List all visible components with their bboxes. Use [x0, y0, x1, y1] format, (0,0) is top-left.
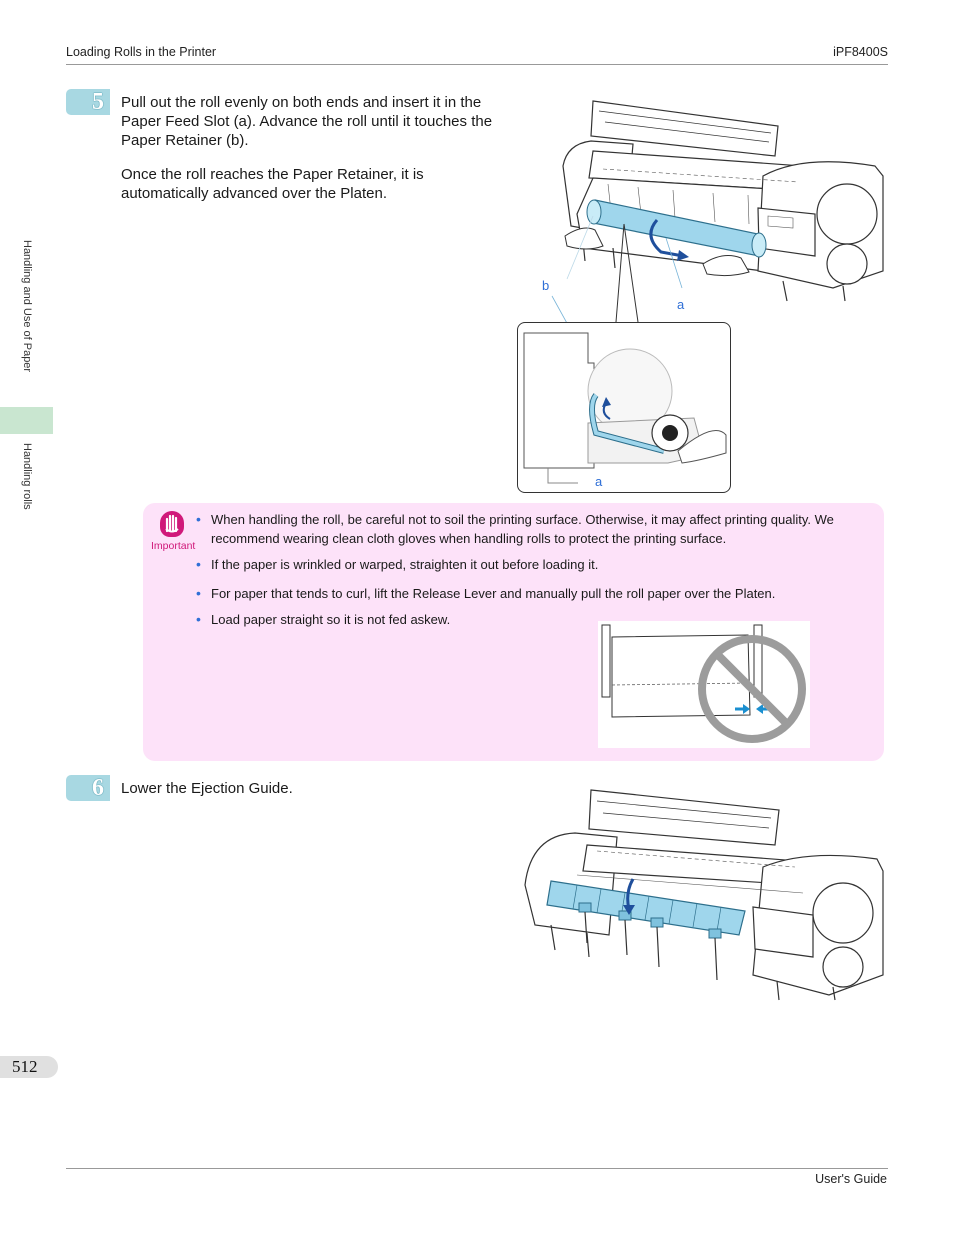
bullet-text: Load paper straight so it is not fed ask…: [211, 612, 451, 627]
hand-stop-glyph: [165, 514, 179, 533]
header-model-name: iPF8400S: [833, 45, 888, 59]
callout-label-b: b: [542, 278, 550, 293]
side-tab-chapter[interactable]: Handling and Use of Paper: [21, 240, 33, 373]
askew-feed-prohibited-illustration: [601, 624, 806, 743]
callout-label-a-top: a: [677, 297, 685, 312]
bullet-dot: •: [196, 611, 201, 627]
bullet-dot: •: [196, 585, 201, 601]
footer-guide-title: User's Guide: [815, 1172, 887, 1186]
side-tab-active-marker: [0, 407, 53, 434]
step-6-paragraph-1: Lower the Ejection Guide.: [121, 780, 293, 797]
side-tab-section[interactable]: Handling rolls: [21, 443, 33, 510]
printer-ejection-guide-illustration: [524, 789, 884, 1001]
bullet-text: If the paper is wrinkled or warped, stra…: [211, 557, 599, 572]
step-6-badge: 6: [66, 775, 110, 801]
important-hand-icon: [160, 511, 184, 537]
page-number-tab: [0, 1056, 58, 1078]
step-6-text: Lower the Ejection Guide.: [121, 779, 501, 798]
callout-label-a-inset: a: [595, 474, 603, 489]
bullet-text: When handling the roll, be careful not t…: [211, 512, 834, 546]
important-label: Important: [151, 540, 196, 552]
step-5-text: Pull out the roll evenly on both ends an…: [121, 93, 511, 203]
bullet-dot: •: [196, 556, 201, 572]
step-5-paragraph-2: Once the roll reaches the Paper Retainer…: [121, 166, 424, 202]
step-5-paragraph-1: Pull out the roll evenly on both ends an…: [121, 94, 493, 149]
step-5-badge: 5: [66, 89, 110, 115]
bullet-text: For paper that tends to curl, lift the R…: [211, 586, 776, 601]
page-number: 512: [12, 1057, 38, 1076]
inset-detail-frame: [517, 322, 731, 493]
header-section-title: Loading Rolls in the Printer: [66, 45, 217, 59]
footer-divider: [66, 1168, 888, 1169]
printer-loading-roll-illustration: [562, 100, 884, 302]
prohibited-icon: [698, 635, 806, 743]
header-divider: [66, 64, 888, 65]
askew-feed-illustration-frame: [598, 621, 810, 748]
paper-retainer-detail-illustration: [523, 332, 727, 484]
bullet-dot: •: [196, 511, 201, 527]
